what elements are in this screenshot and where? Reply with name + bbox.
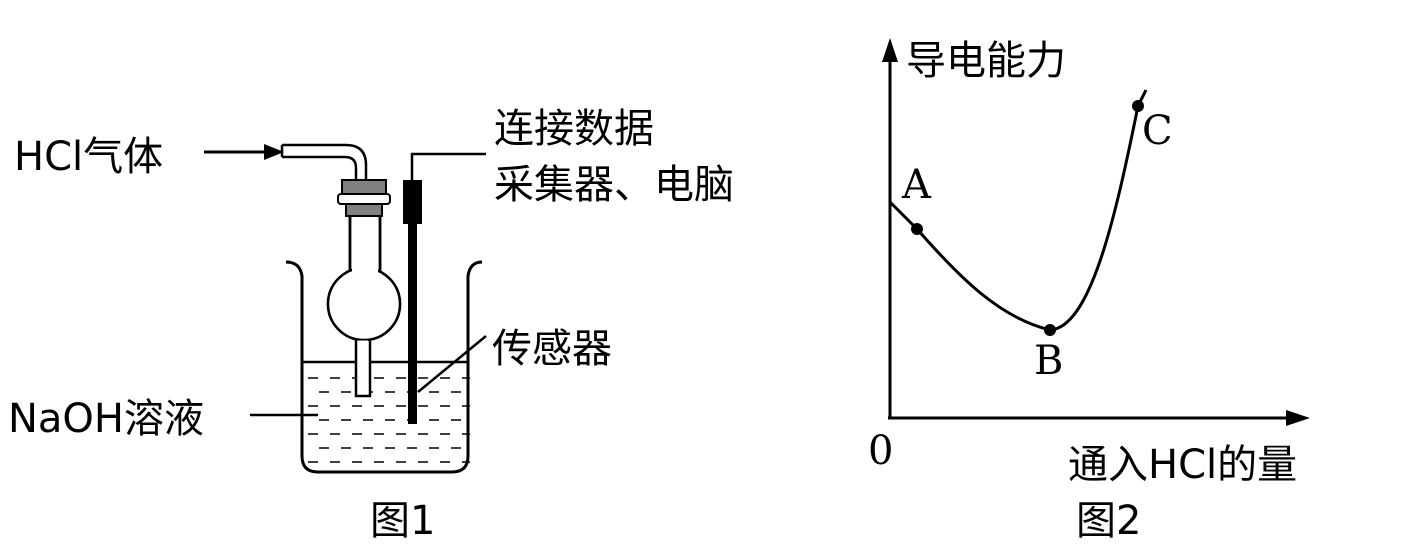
naoh-solution-label: NaOH溶液 (8, 396, 204, 442)
beaker (285, 260, 483, 474)
rubber-stopper-bottom (345, 203, 383, 217)
inlet-tube-inner-wall (282, 155, 358, 182)
point-c-marker (1132, 100, 1144, 112)
point-c-label: C (1142, 108, 1173, 154)
sensor-probe (408, 224, 417, 424)
point-b-marker (1044, 324, 1056, 336)
bulb-tube-stem (354, 336, 372, 398)
y-axis-arrowhead (882, 38, 898, 62)
sensor-label: 传感器 (492, 326, 612, 372)
x-axis-label: 通入HCl的量 (1068, 442, 1297, 488)
figure2-caption: 图2 (1076, 498, 1141, 544)
connect-label-line2: 采集器、电脑 (494, 162, 734, 208)
sensor-leader-line (417, 335, 487, 393)
point-b-label: B (1034, 338, 1063, 384)
naoh-solution-hatching (308, 377, 470, 463)
sensor-handle (403, 180, 422, 224)
connect-label-line1: 连接数据 (494, 106, 654, 152)
point-a-marker (911, 223, 923, 235)
point-a-label: A (901, 162, 932, 208)
conductivity-curve (888, 89, 1148, 332)
figure2-chart: 导电能力 通入HCl的量 0 A B C 图2 (868, 38, 1310, 544)
stopper-collar (337, 193, 391, 205)
origin-label: 0 (868, 428, 893, 474)
rubber-stopper-top (341, 179, 387, 195)
x-axis-arrowhead (1286, 410, 1310, 426)
figure1-apparatus: HCl气体 连接数据 采集 (8, 106, 734, 544)
y-axis-label: 导电能力 (906, 38, 1066, 84)
figure1-caption: 图1 (370, 498, 435, 544)
hcl-gas-label: HCl气体 (14, 134, 163, 180)
sensor-cable (410, 152, 486, 182)
gas-inlet-arrowhead (264, 144, 284, 160)
inlet-tube-outer-wall (282, 143, 368, 182)
